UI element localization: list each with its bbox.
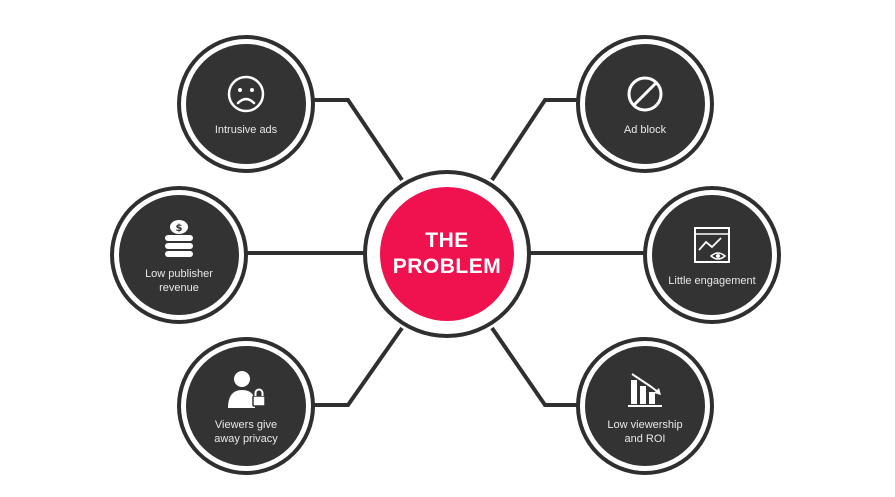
node-label: Intrusive ads (214, 124, 278, 136)
connector-low-viewership (490, 326, 585, 407)
node-ad-block: Ad block (585, 44, 705, 164)
coins-icon: $ (165, 220, 193, 257)
svg-text:$: $ (176, 223, 183, 234)
center-title-line1: THE (425, 229, 469, 252)
node-little-engagement: Little engagement (652, 195, 772, 315)
node-low-viewership: Low viewership and ROI (585, 346, 705, 466)
node-label: Low viewership and ROI (607, 419, 683, 445)
node-label: Low publisher revenue (145, 268, 213, 294)
user-lock-icon (228, 371, 266, 408)
node-label: Viewers give away privacy (214, 419, 278, 445)
connector-intrusive-ads (310, 98, 404, 182)
node-intrusive-ads: Intrusive ads (186, 44, 306, 164)
node-low-publisher-revenue: $ Low publisher revenue (119, 195, 239, 315)
node-label: Little engagement (668, 275, 756, 287)
center-circle: THE PROBLEM (380, 187, 514, 321)
connector-viewers-privacy (310, 326, 404, 407)
declining-chart-icon (628, 373, 662, 407)
block-icon (627, 76, 663, 112)
node-viewers-privacy: Viewers give away privacy (186, 346, 306, 466)
node-label: Ad block (623, 124, 667, 136)
sad-face-icon (227, 75, 265, 113)
center-title-line2: PROBLEM (392, 255, 502, 278)
analytics-eye-icon (694, 227, 730, 263)
connector-ad-block (490, 98, 585, 182)
